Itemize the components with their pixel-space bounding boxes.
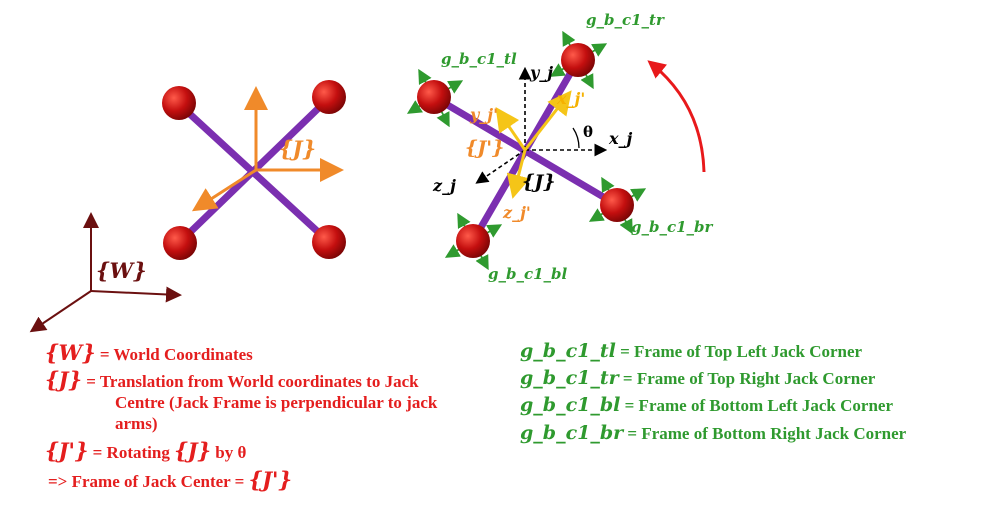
left-jack: {J} xyxy=(162,80,346,260)
left-jack-ball-tr xyxy=(312,80,346,114)
jack-rot-axis-z-label: z_j' xyxy=(502,203,531,222)
legend-corner-bl-symbol: g_b_c1_bl xyxy=(520,394,621,416)
jack-axis-x-label: x_j xyxy=(608,129,633,148)
left-jack-axis-out xyxy=(191,168,257,212)
legend-corner-bl-text: = Frame of Bottom Left Jack Corner xyxy=(624,396,894,415)
legend-corner-tr-symbol: g_b_c1_tr xyxy=(520,367,619,389)
theta-arc xyxy=(572,127,580,149)
legend-jack-translation: {J} = Translation from World coordinates… xyxy=(45,369,419,392)
legend-center-symbol: {J'} xyxy=(248,467,292,492)
legend-corner-br-text: = Frame of Bottom Right Jack Corner xyxy=(627,424,907,443)
legend-jack-center: => Frame of Jack Center = {J'} xyxy=(48,469,292,492)
jack-axis-z-label: z_j xyxy=(432,176,456,195)
legend-corner-tl-symbol: g_b_c1_tl xyxy=(520,340,616,362)
right-jack-ball-bl xyxy=(456,224,490,258)
jack-frame-J-label: {J} xyxy=(522,171,555,193)
jack-rot-axis-y xyxy=(495,107,527,151)
jack-frame-Jprime-label: {J'} xyxy=(465,137,504,159)
legend-jack-translation-cont-1: Centre (Jack Frame is perpendicular to j… xyxy=(115,392,437,413)
legend-world: {W} = World Coordinates xyxy=(45,342,253,365)
legend-jack-translation-cont-2: arms) xyxy=(115,413,157,434)
corner-tr-label: g_b_c1_tr xyxy=(586,11,665,29)
right-jack-ball-tl xyxy=(417,80,451,114)
rotation-arrow xyxy=(647,60,706,173)
left-jack-ball-tl xyxy=(162,86,196,120)
jack-rot-axis-x-label: x_j' xyxy=(556,89,585,108)
world-label: {W} xyxy=(96,258,147,283)
theta-label: θ xyxy=(583,123,593,141)
corner-tl-label: g_b_c1_tl xyxy=(441,50,517,68)
corner-bl-label: g_b_c1_bl xyxy=(488,265,568,283)
legend-world-symbol: {W} xyxy=(45,340,96,365)
legend-corner-tr-text: = Frame of Top Right Jack Corner xyxy=(622,369,876,388)
legend-jack-text-1: = Translation from World coordinates to … xyxy=(86,372,419,391)
jack-rot-axis-y-label: y_j' xyxy=(469,105,498,124)
legend-jack-symbol: {J} xyxy=(45,367,82,392)
jack-rot-axis-x xyxy=(523,90,572,151)
legend-world-text: = World Coordinates xyxy=(99,345,253,364)
legend-corner-tr: g_b_c1_tr = Frame of Top Right Jack Corn… xyxy=(520,368,875,389)
legend-corner-br: g_b_c1_br = Frame of Bottom Right Jack C… xyxy=(520,423,906,444)
corner-br-label: g_b_c1_br xyxy=(631,218,714,236)
legend-jack-text-3: arms) xyxy=(115,414,158,433)
legend-corner-tl: g_b_c1_tl = Frame of Top Left Jack Corne… xyxy=(520,341,862,362)
left-jack-label: {J} xyxy=(279,136,316,161)
legend-center-prefix: => Frame of Jack Center = xyxy=(48,472,245,491)
legend-jprime-symbol: {J'} xyxy=(45,438,89,463)
left-jack-ball-bl xyxy=(163,226,197,260)
jack-axis-z xyxy=(475,149,526,184)
jack-rot-axis-z xyxy=(506,149,531,199)
legend-corner-br-symbol: g_b_c1_br xyxy=(520,422,624,444)
world-axis-out xyxy=(29,290,92,333)
legend-jprime-by: by θ xyxy=(215,443,247,462)
left-jack-ball-br xyxy=(312,225,346,259)
right-jack-ball-br xyxy=(600,188,634,222)
left-jack-arm-b xyxy=(177,102,332,245)
world-axis-right xyxy=(90,286,182,303)
legend-jprime-symbol-2: {J} xyxy=(174,438,212,463)
legend-jack-rotation: {J'} = Rotating {J} by θ xyxy=(45,440,246,463)
legend-jack-text-2: Centre (Jack Frame is perpendicular to j… xyxy=(115,393,438,412)
right-jack-ball-tr xyxy=(561,43,595,77)
legend-corner-bl: g_b_c1_bl = Frame of Bottom Left Jack Co… xyxy=(520,395,893,416)
legend-corner-tl-text: = Frame of Top Left Jack Corner xyxy=(620,342,863,361)
legend-jprime-eq: = Rotating xyxy=(92,443,170,462)
world-frame: {W} xyxy=(29,212,182,333)
right-jack: θ y_j x_j z_j x_j' y_j' z_j' {J} {J'} g_… xyxy=(406,11,714,283)
jack-axis-y-label: y_j xyxy=(529,63,553,82)
